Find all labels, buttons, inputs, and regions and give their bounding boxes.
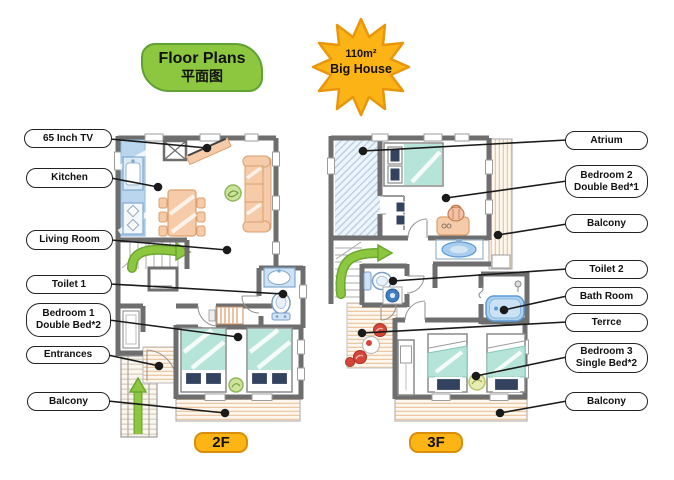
single-bed-icon [486, 333, 526, 393]
title-badge: Floor Plans 平面图 [141, 43, 263, 92]
plant-icon [228, 377, 244, 393]
star-area: 110m² [345, 48, 377, 60]
label-balcony-3f-bottom: Balcony [565, 392, 648, 411]
desk-icon [436, 204, 470, 236]
label-kitchen: Kitchen [26, 168, 113, 188]
kitchen-sink-icon [122, 156, 144, 191]
toilet1-fixtures [263, 267, 296, 321]
star-burst-icon [311, 17, 411, 117]
double-bed-icon [246, 327, 293, 393]
title-zh: 平面图 [181, 68, 223, 85]
label-bath-room: Bath Room [565, 287, 648, 306]
label-65-inch-tv: 65 Inch TV [24, 129, 112, 148]
callout-lines [107, 138, 568, 414]
double-bed-icon [180, 327, 227, 393]
floorplan-3f [327, 133, 530, 422]
title-en: Floor Plans [158, 49, 246, 67]
shower-icon [514, 280, 522, 292]
double-bed-icon [383, 142, 444, 187]
kitchen-counter-icon [117, 139, 149, 237]
closet-icon [383, 195, 406, 230]
callout-dots [153, 143, 509, 418]
floor-badge-2f: 2F [194, 432, 248, 453]
stove-icon [122, 202, 144, 235]
label-terrce: Terrce [565, 313, 648, 332]
label-living-room: Living Room [26, 230, 113, 250]
toilet-icon [271, 291, 291, 321]
atrium-area [335, 140, 380, 238]
windows-2f [114, 133, 307, 401]
label-atrium: Atrium [565, 131, 648, 150]
bag-icon [447, 204, 465, 222]
terrace-furniture-icon [345, 323, 387, 367]
star-name: Big House [330, 61, 392, 76]
dining-table-icon [158, 189, 206, 237]
star-text: 110m² Big House [311, 48, 411, 77]
label-bedroom-2: Bedroom 2 Double Bed*1 [565, 165, 648, 198]
doors-3f [380, 195, 428, 321]
single-bed-icon [427, 333, 468, 393]
washbasin-icon [263, 267, 296, 288]
closet-icon [397, 339, 415, 396]
dresser-icon [208, 306, 244, 325]
balcony-3f-bottom [394, 398, 528, 422]
washbasin-bowl-icon [382, 286, 403, 305]
sofa-icon [242, 155, 272, 233]
label-toilet-1: Toilet 1 [26, 275, 112, 294]
entrance-closet [122, 310, 140, 349]
vanity-sink-icon [435, 239, 484, 260]
stairs-3f-icon [335, 241, 394, 302]
label-entrances: Entrances [26, 346, 110, 364]
label-bedroom-1: Bedroom 1 Double Bed*2 [26, 303, 111, 337]
terrace-3f [345, 302, 398, 369]
label-bedroom-3: Bedroom 3 Single Bed*2 [565, 343, 648, 373]
towel-icon [478, 285, 484, 299]
floor-badge-3f: 3F [409, 432, 463, 453]
toilet-icon [363, 271, 393, 291]
plant-icon [224, 184, 242, 202]
floorplan-2f [114, 133, 307, 438]
entrance-stairs-icon [120, 355, 158, 438]
label-balcony-2f: Balcony [27, 392, 110, 411]
label-balcony-3f-side: Balcony [565, 214, 648, 233]
label-toilet-2: Toilet 2 [565, 260, 648, 279]
